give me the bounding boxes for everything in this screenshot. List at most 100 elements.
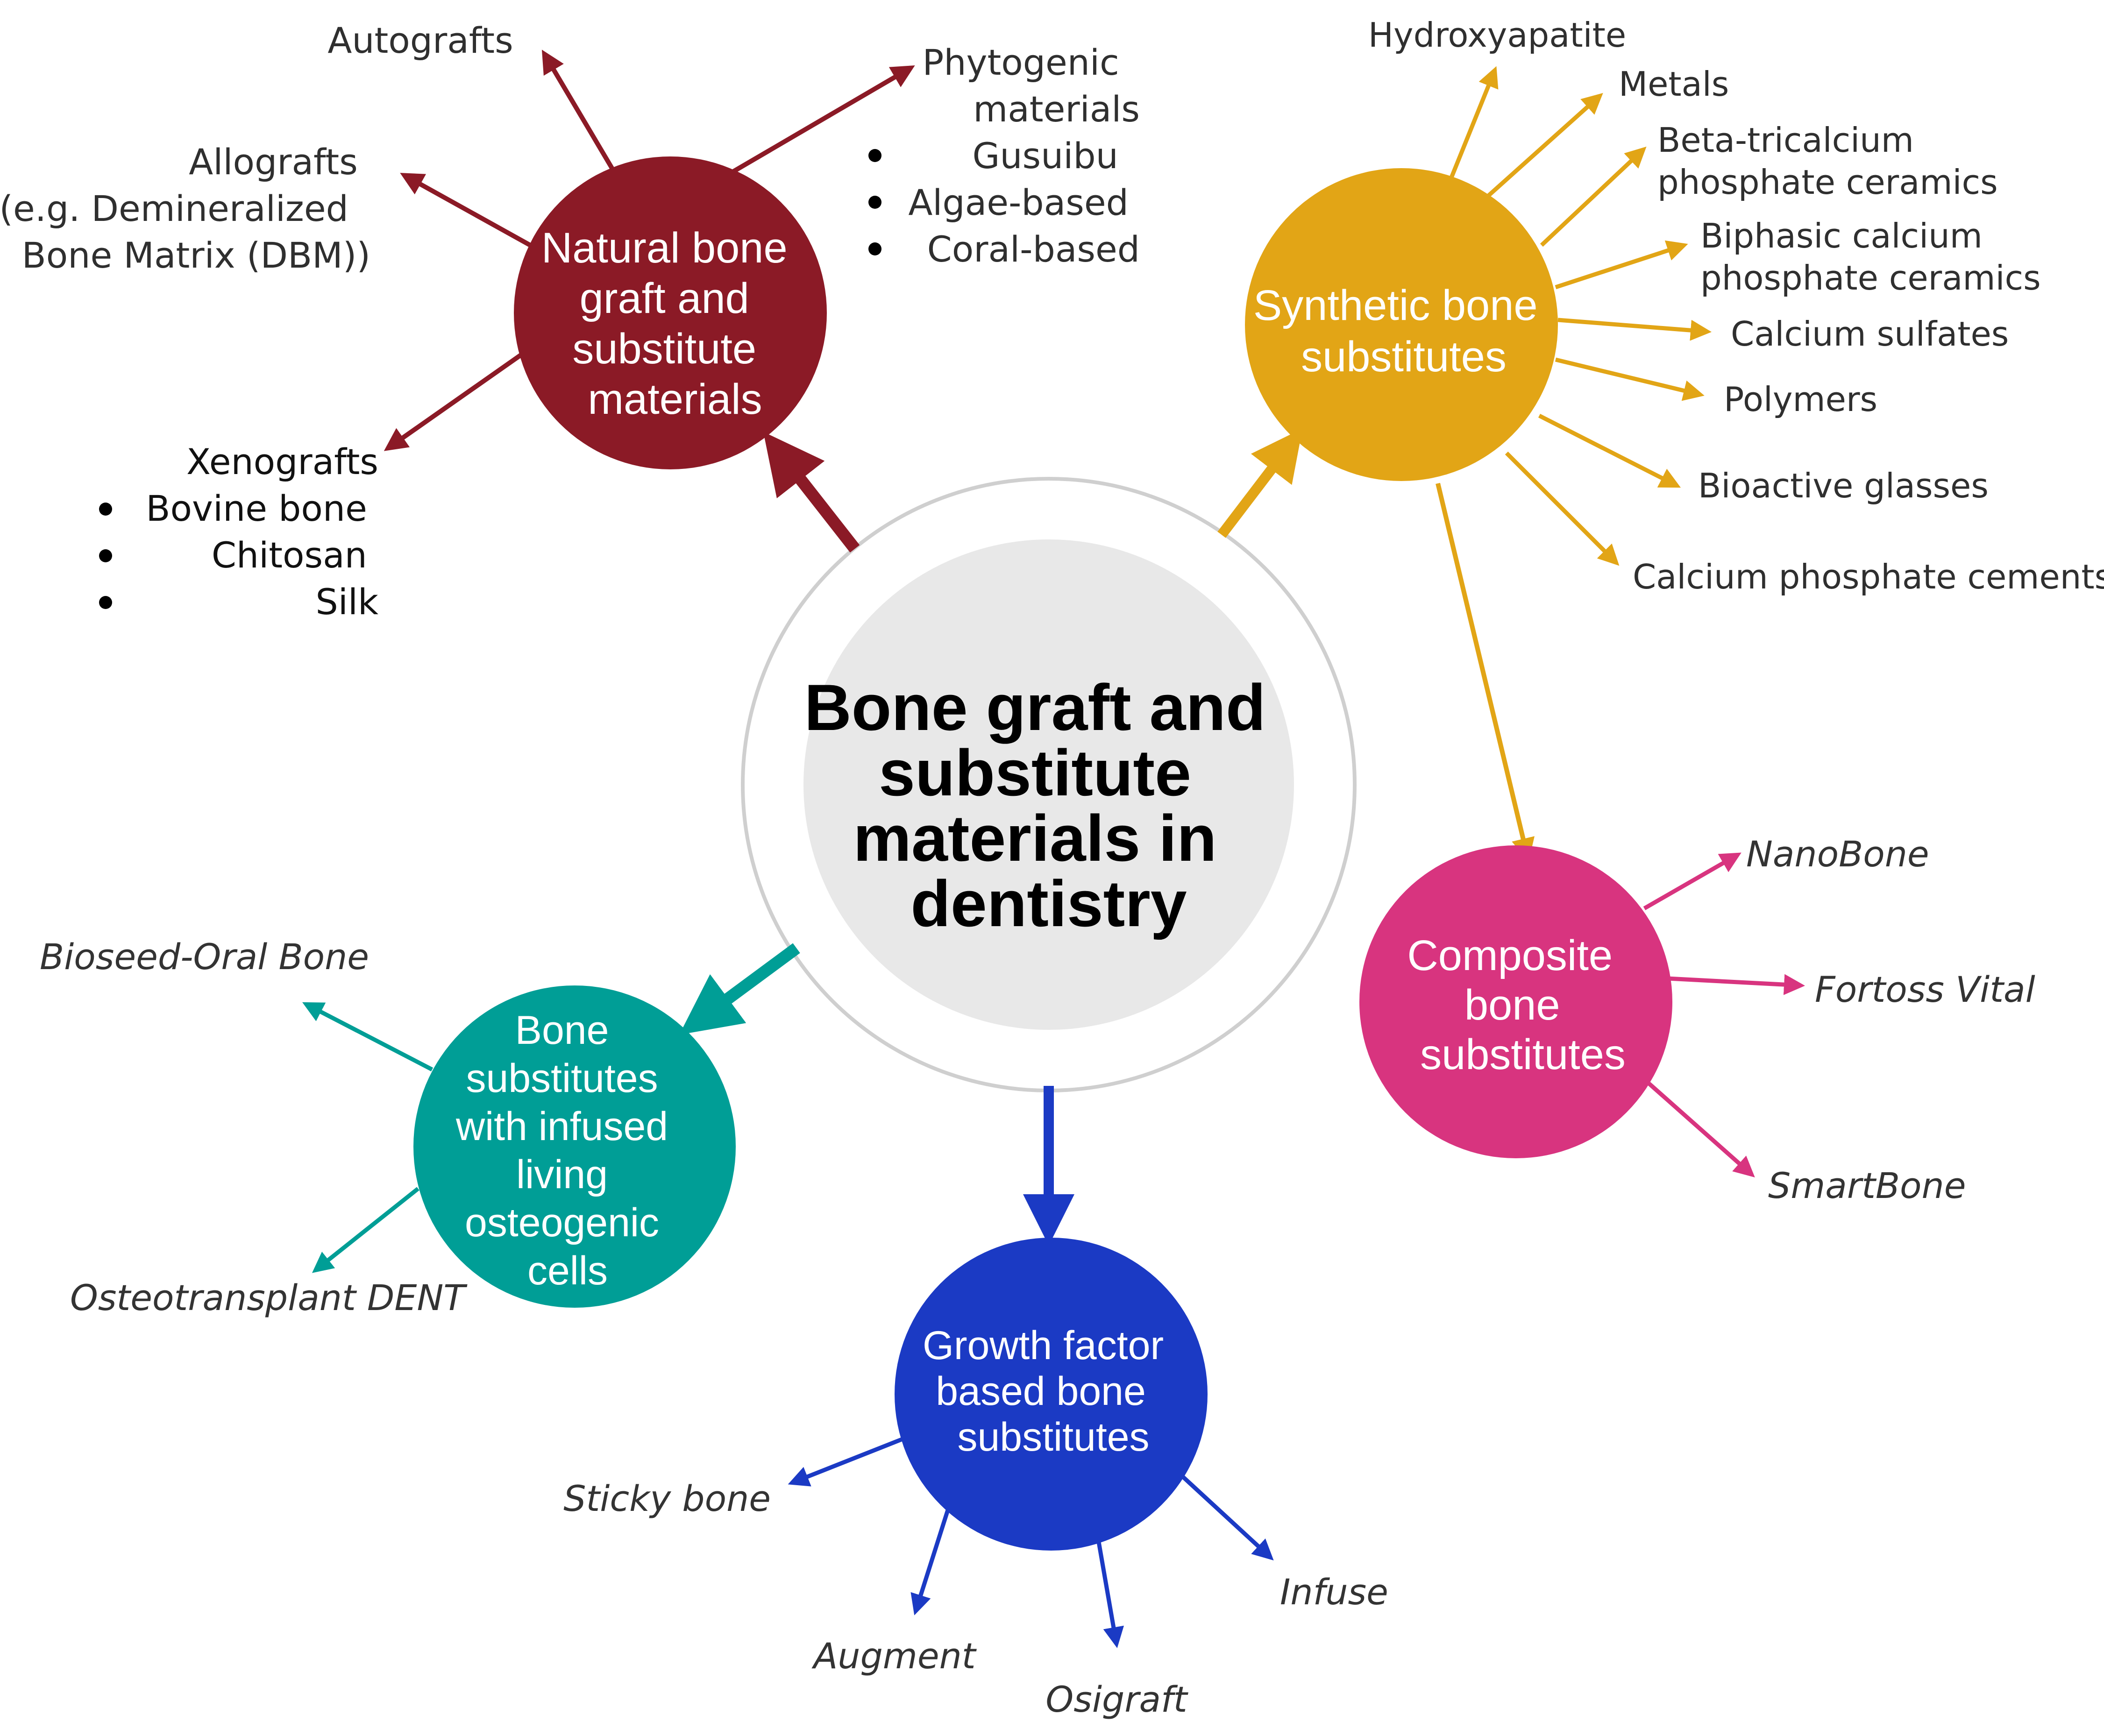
bullet-item: Gusuibu	[972, 135, 1118, 177]
central-title-line: Bone graft and	[804, 671, 1266, 744]
leaf-line: Sticky bone	[563, 1478, 771, 1519]
leaf-line: Bone Matrix (DBM))	[22, 234, 370, 276]
arrow-beta-tcp	[1540, 146, 1647, 247]
leaf-line: Polymers	[1724, 380, 1877, 419]
leaf-sticky-bone: Sticky bone	[563, 1478, 771, 1519]
hub-synthetic-title: Synthetic bone substitutes	[1253, 282, 1550, 381]
leaf-infuse: Infuse	[1280, 1571, 1388, 1613]
phytogenic-bullets: Gusuibu Algae-based Coral-based	[868, 135, 1140, 270]
arrow-calcium-sulfates	[1557, 318, 1712, 341]
leaf-line: Osigraft	[1045, 1679, 1188, 1720]
leaf-line: Augment	[811, 1635, 977, 1677]
hub-title-line: substitutes	[957, 1415, 1149, 1460]
phytogenic-bullet-list: Gusuibu Algae-based Coral-based	[908, 135, 1140, 270]
arrow-allografts	[400, 173, 532, 248]
leaf-osigraft: Osigraft	[1045, 1679, 1188, 1720]
hub-title-line: Natural bone	[541, 224, 788, 272]
arrow-infuse	[1180, 1474, 1274, 1561]
hub-title-line: graft and	[580, 275, 749, 322]
bullet-dot	[99, 503, 112, 516]
leaf-phytogenic: Phytogenic materials	[922, 42, 1140, 130]
arrow-osigraft	[1095, 1536, 1124, 1648]
leaf-line: Bioactive glasses	[1698, 466, 1989, 505]
hub-title-line: substitutes	[466, 1056, 658, 1101]
leaf-cpc: Calcium phosphate cements	[1633, 557, 2104, 596]
hub-cells-circle	[413, 985, 736, 1308]
leaf-line: Metals	[1619, 64, 1729, 104]
leaf-biphasic: Biphasic calcium phosphate ceramics	[1700, 216, 2041, 298]
leaf-line: Hydroxyapatite	[1368, 15, 1626, 55]
arrow-biphasic	[1555, 240, 1688, 290]
arrow-smartbone	[1648, 1082, 1755, 1177]
bullet-dot	[99, 549, 112, 562]
hub-title-line: Synthetic bone	[1253, 282, 1538, 329]
arrow-cpc	[1505, 451, 1620, 566]
leaf-metals: Metals	[1619, 64, 1729, 104]
leaf-xenografts: Xenografts	[186, 441, 378, 482]
hub-title-line: living	[516, 1152, 608, 1197]
leaf-line: Xenografts	[186, 441, 378, 482]
leaf-line: materials	[973, 88, 1140, 130]
arrow-osteotransplant	[312, 1187, 419, 1273]
hub-title-line: Composite	[1407, 932, 1613, 979]
leaf-line: Autografts	[327, 20, 513, 61]
leaf-calcium-sulfates: Calcium sulfates	[1731, 314, 2009, 354]
hub-title-line: substitutes	[1420, 1031, 1626, 1078]
arrow-metals	[1486, 92, 1603, 198]
leaf-fortoss-vital: Fortoss Vital	[1815, 969, 2035, 1010]
arrow-sticky-bone	[788, 1436, 905, 1487]
hub-composite: Composite bone substitutes NanoBone Fort…	[1359, 833, 2035, 1206]
arrow-autografts	[541, 50, 614, 170]
arrow-fortoss-vital	[1667, 974, 1805, 995]
bullet-item: Bovine bone	[146, 488, 367, 529]
bullet-item: Chitosan	[212, 534, 367, 576]
central-title-line: materials in	[853, 801, 1216, 875]
hub-title-line: Bone	[515, 1008, 609, 1053]
hub-title-line: bone	[1464, 981, 1560, 1029]
arrow-augment	[910, 1508, 951, 1616]
bullet-dot	[868, 149, 881, 162]
hub-composite-circle	[1359, 845, 1672, 1158]
leaf-smartbone: SmartBone	[1768, 1165, 1966, 1206]
hub-title-line: substitutes	[1301, 333, 1507, 381]
leaf-hydroxyapatite: Hydroxyapatite	[1368, 15, 1626, 55]
connector-to-natural	[763, 432, 860, 553]
hub-title-line: substitute	[572, 325, 756, 373]
leaf-allografts: Allografts (e.g. Demineralized Bone Matr…	[0, 141, 370, 276]
leaf-line: Osteotransplant DENT	[70, 1277, 468, 1318]
arrow-nanobone	[1643, 852, 1741, 910]
hub-synthetic: Synthetic bone substitutes Hydroxyapatit…	[1245, 15, 2104, 596]
hub-cells-title: Bone substitutes with infused living ost…	[455, 1008, 679, 1293]
arrow-bioactive-glasses	[1538, 413, 1681, 488]
leaf-polymers: Polymers	[1724, 380, 1877, 419]
leaf-line: Calcium sulfates	[1731, 314, 2009, 354]
hub-cells: Bone substitutes with infused living ost…	[40, 936, 736, 1318]
arrow-xenografts	[384, 353, 522, 451]
hub-synthetic-circle	[1245, 168, 1558, 481]
main-connectors	[679, 428, 1535, 1246]
arrow-bioseed	[302, 1002, 434, 1071]
leaf-line: NanoBone	[1746, 833, 1929, 875]
connector-to-composite	[1436, 482, 1535, 862]
leaf-osteotransplant: Osteotransplant DENT	[70, 1277, 468, 1318]
hub-title-line: osteogenic	[465, 1200, 659, 1245]
hub-growth-circle	[895, 1238, 1208, 1551]
central-topic: Bone graft and substitute materials in d…	[741, 477, 1357, 1092]
leaf-bioseed: Bioseed-Oral Bone	[40, 936, 369, 978]
leaf-line: phosphate ceramics	[1700, 258, 2041, 298]
leaf-line: Allografts	[189, 141, 358, 183]
leaf-line: Bioseed-Oral Bone	[40, 936, 369, 978]
hub-title-line: cells	[527, 1248, 608, 1293]
connector-to-synthetic	[1217, 428, 1303, 538]
leaf-line: Biphasic calcium	[1700, 216, 1983, 255]
bullet-item: Algae-based	[908, 182, 1129, 223]
hub-natural-circle	[514, 156, 827, 469]
hub-title-line: Growth factor	[923, 1323, 1164, 1368]
hub-title-line: materials	[588, 376, 762, 423]
leaf-line: phosphate ceramics	[1657, 163, 1998, 202]
connector-to-cells	[679, 943, 800, 1035]
hub-natural-title: Natural bone graft and substitute materi…	[541, 224, 799, 423]
central-title: Bone graft and substitute materials in d…	[804, 671, 1284, 940]
